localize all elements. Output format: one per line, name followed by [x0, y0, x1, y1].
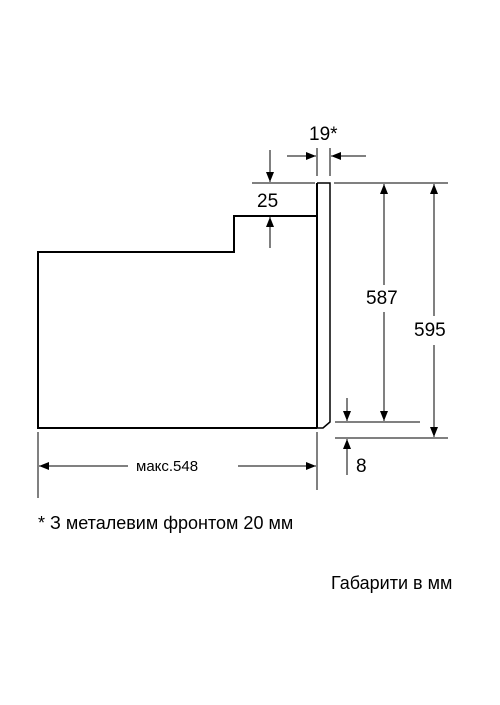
- dim-step-height: 25: [257, 191, 278, 212]
- oven-body-outline: [37, 215, 317, 429]
- dim-inner-height: 587: [366, 288, 398, 309]
- units-note: Габарити в мм: [331, 573, 453, 593]
- dim-front-thickness: 19*: [309, 124, 338, 145]
- oven-front-panel: [317, 182, 331, 429]
- footnote-metal-front: * З металевим фронтом 20 мм: [38, 513, 294, 533]
- dim-max-depth: макс.548: [136, 458, 198, 475]
- dim-total-height: 595: [414, 320, 446, 341]
- dim-bottom-offset: 8: [356, 456, 367, 477]
